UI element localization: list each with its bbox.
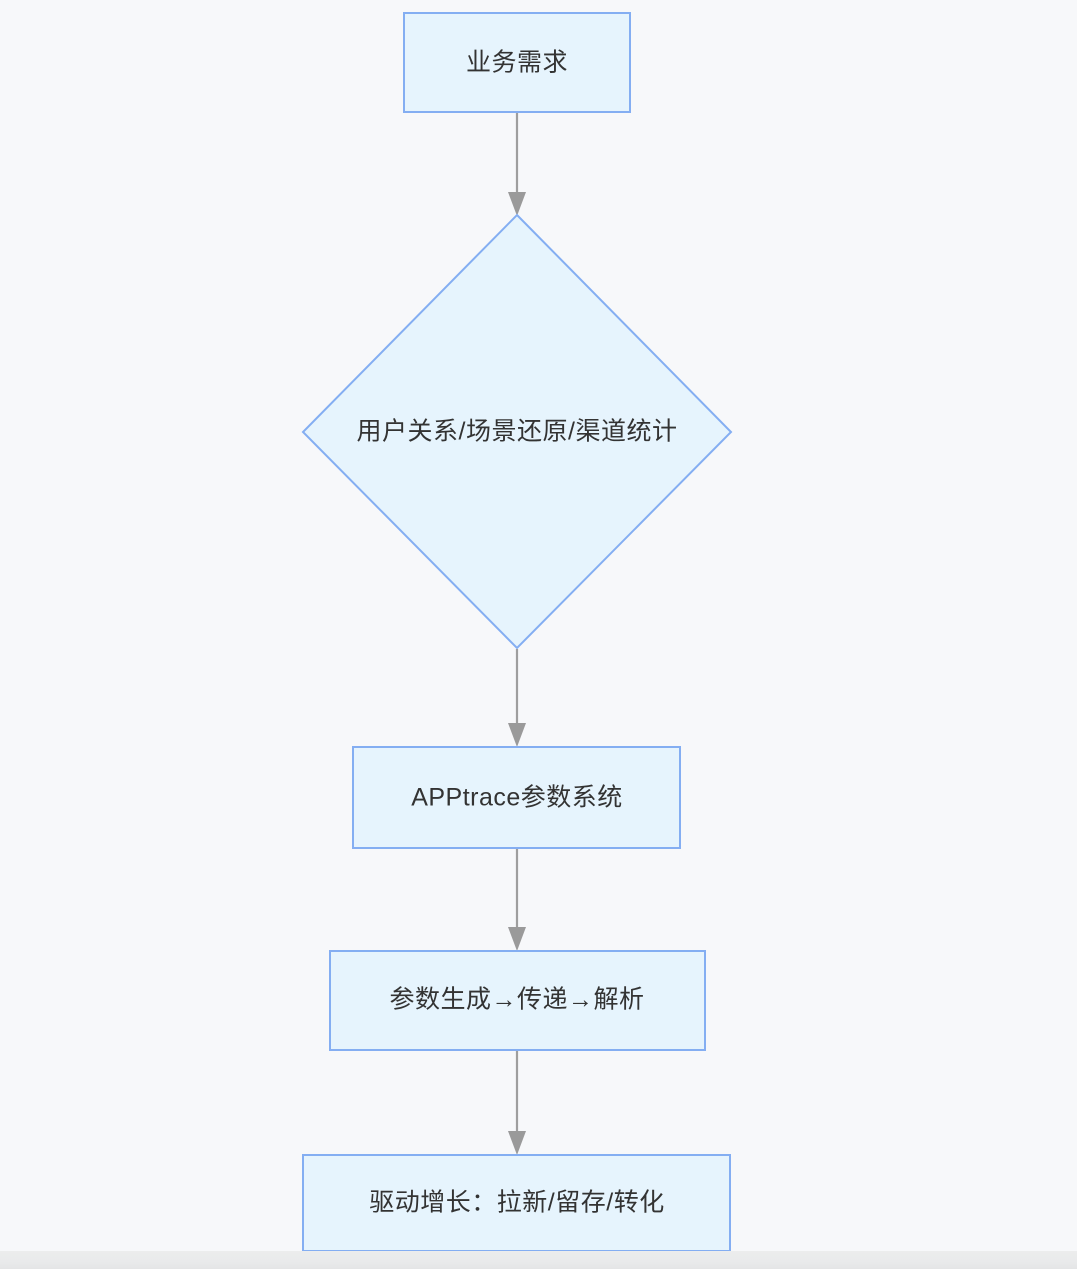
node-growth-outcome[interactable] (302, 1154, 731, 1252)
arrowhead-icon (508, 1131, 526, 1155)
arrowhead-icon (508, 192, 526, 216)
edge-param-flow-to-growth (508, 1051, 526, 1155)
edge-decision-to-apptrace (508, 649, 526, 747)
node-decision-scope[interactable] (301, 213, 733, 650)
arrowhead-icon (508, 723, 526, 747)
edge-apptrace-to-param-flow (508, 849, 526, 951)
node-param-pipeline[interactable] (329, 950, 706, 1051)
edge-business-need-to-decision (508, 113, 526, 216)
node-apptrace-system[interactable] (352, 746, 681, 849)
page-bottom-edge (0, 1251, 1077, 1269)
node-business-need[interactable] (403, 12, 631, 113)
arrowhead-icon (508, 927, 526, 951)
